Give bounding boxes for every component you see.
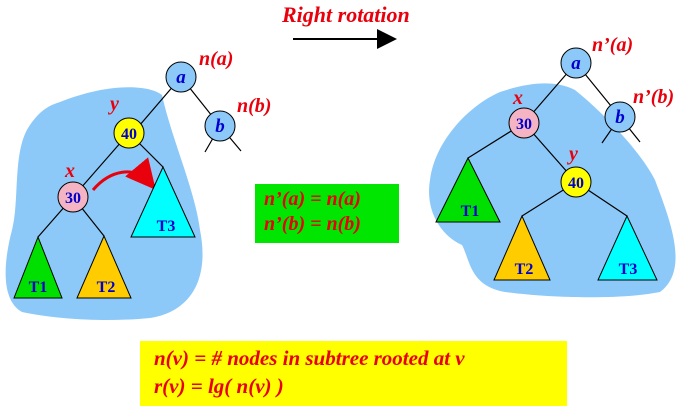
left-y-tag: y bbox=[108, 93, 119, 115]
right-t3-triangle bbox=[597, 214, 658, 281]
left-t2-triangle bbox=[76, 234, 132, 299]
right-node-a-label: a bbox=[571, 53, 581, 74]
right-node-y bbox=[560, 166, 592, 198]
right-t1-label: T1 bbox=[461, 203, 480, 220]
left-t1-triangle bbox=[13, 235, 63, 299]
definition-line-2: r(v) = lg( n(v) ) bbox=[154, 374, 284, 398]
left-t3-label: T3 bbox=[157, 218, 176, 235]
left-na-annotation: n(a) bbox=[199, 48, 233, 70]
right-t2-triangle bbox=[493, 214, 551, 281]
right-nb-annotation: n’(b) bbox=[633, 86, 674, 108]
definitions-box: n(v) = # nodes in subtree rooted at v r(… bbox=[140, 341, 567, 406]
left-t2-label: T2 bbox=[97, 279, 116, 296]
equation-line-2: n’(b) = n(b) bbox=[264, 213, 361, 235]
left-tree: T1 T2 T3 a n(a) b n(b) 40 y 30 x bbox=[5, 48, 271, 320]
equation-line-1: n’(a) = n(a) bbox=[264, 188, 361, 210]
left-node-a bbox=[165, 61, 197, 93]
right-x-tag: x bbox=[512, 87, 523, 109]
left-node-x-value: 30 bbox=[65, 190, 81, 207]
rotation-curve-arrow bbox=[91, 157, 156, 191]
right-tree: T1 T2 T3 a n’(a) b n’(b) 30 x 40 y bbox=[429, 34, 676, 298]
left-x-tag: x bbox=[64, 160, 75, 182]
definition-line-1: n(v) = # nodes in subtree rooted at v bbox=[154, 346, 465, 370]
right-node-b-label: b bbox=[615, 107, 625, 128]
left-subtree-blob bbox=[5, 87, 203, 320]
right-node-b bbox=[604, 101, 636, 133]
left-node-b-label: b bbox=[215, 116, 225, 137]
left-node-a-label: a bbox=[176, 67, 186, 88]
right-node-a bbox=[560, 47, 592, 79]
left-nb-annotation: n(b) bbox=[237, 95, 271, 117]
left-node-y-value: 40 bbox=[121, 126, 137, 143]
diagram-title: Right rotation bbox=[281, 2, 410, 27]
right-node-x bbox=[508, 107, 540, 139]
right-t2-label: T2 bbox=[515, 261, 534, 278]
right-node-x-value: 30 bbox=[516, 116, 532, 133]
right-t1-triangle bbox=[435, 156, 501, 223]
right-node-y-value: 40 bbox=[568, 175, 584, 192]
right-t3-label: T3 bbox=[619, 261, 638, 278]
left-node-x bbox=[57, 181, 89, 213]
left-t3-triangle bbox=[130, 165, 196, 238]
left-t1-label: T1 bbox=[29, 279, 48, 296]
left-node-y bbox=[113, 117, 145, 149]
right-na-annotation: n’(a) bbox=[592, 34, 633, 56]
right-y-tag: y bbox=[567, 143, 578, 165]
left-node-b bbox=[204, 110, 236, 142]
equations-box: n’(a) = n(a) n’(b) = n(b) bbox=[255, 184, 399, 243]
